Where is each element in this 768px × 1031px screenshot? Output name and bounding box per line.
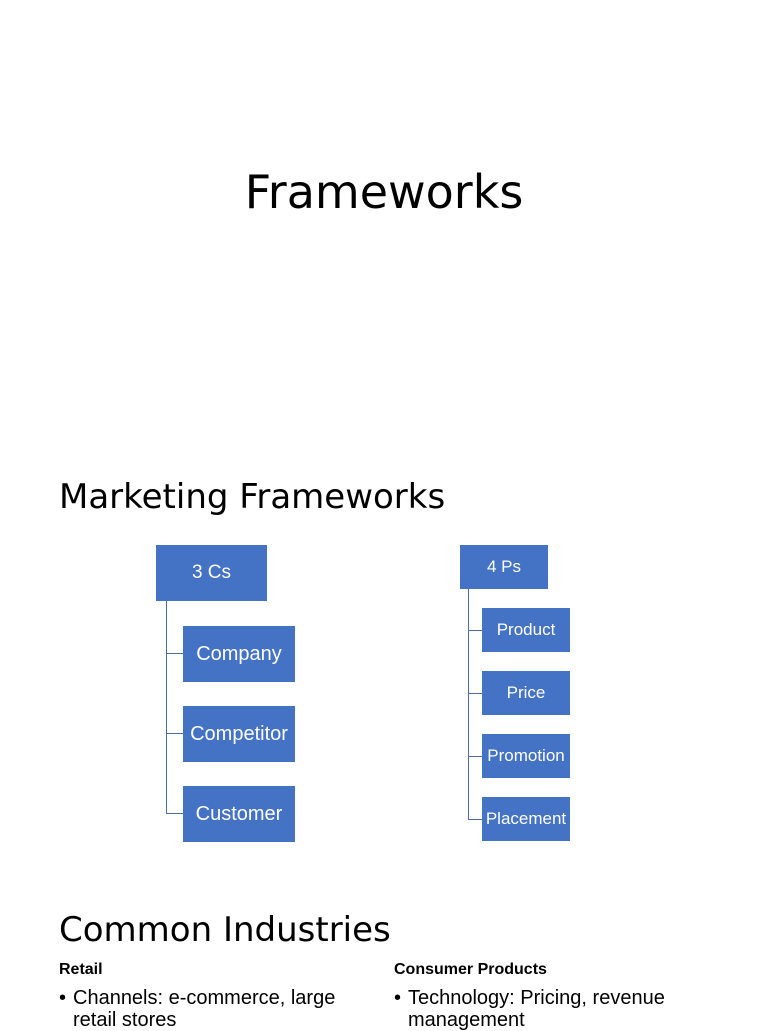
- retail-column-heading: Retail: [59, 961, 103, 978]
- consumer-products-bullet-item: • Technology: Pricing, revenue managemen…: [394, 987, 694, 1031]
- common-industries-heading: Common Industries: [59, 910, 391, 950]
- four-ps-connector-product: [468, 630, 482, 631]
- consumer-products-column-heading: Consumer Products: [394, 961, 547, 978]
- three-cs-root-box: 3 Cs: [156, 545, 267, 601]
- retail-bullet-text: Channels: e-commerce, large retail store…: [73, 987, 336, 1031]
- three-cs-connector-customer: [166, 813, 183, 814]
- marketing-frameworks-heading: Marketing Frameworks: [59, 477, 446, 517]
- three-cs-connector-company: [166, 653, 183, 654]
- four-ps-price-box: Price: [482, 671, 570, 715]
- four-ps-promotion-box: Promotion: [482, 734, 570, 778]
- four-ps-connector-vertical: [468, 589, 469, 820]
- four-ps-connector-placement: [468, 819, 482, 820]
- three-cs-connector-competitor: [166, 733, 183, 734]
- slide-title-frameworks: Frameworks: [244, 165, 524, 219]
- four-ps-placement-box: Placement: [482, 797, 570, 841]
- three-cs-competitor-box: Competitor: [183, 706, 295, 762]
- retail-bullet-item: • Channels: e-commerce, large retail sto…: [59, 987, 359, 1031]
- three-cs-company-box: Company: [183, 626, 295, 682]
- four-ps-connector-price: [468, 693, 482, 694]
- consumer-products-bullet-text: Technology: Pricing, revenue management: [408, 987, 665, 1031]
- four-ps-connector-promotion: [468, 756, 482, 757]
- bullet-dot-icon: •: [394, 987, 402, 1009]
- bullet-dot-icon: •: [59, 987, 67, 1009]
- three-cs-customer-box: Customer: [183, 786, 295, 842]
- three-cs-connector-vertical: [166, 601, 167, 814]
- four-ps-product-box: Product: [482, 608, 570, 652]
- four-ps-root-box: 4 Ps: [460, 545, 548, 589]
